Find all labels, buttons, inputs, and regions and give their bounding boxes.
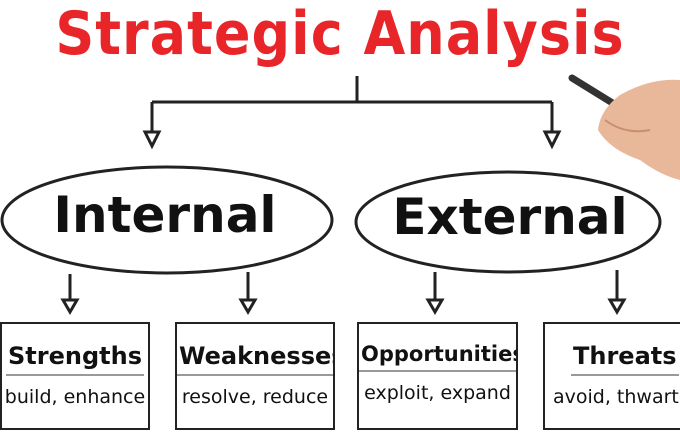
box-subtext: avoid, thwart bbox=[553, 386, 679, 408]
box-strengths: Strengths build, enhance bbox=[0, 322, 150, 430]
box-heading: Threats bbox=[571, 342, 679, 376]
oval-label-internal: Internal bbox=[53, 186, 277, 244]
arrowhead bbox=[238, 298, 258, 315]
oval-internal bbox=[0, 165, 334, 275]
box-heading: Strengths bbox=[6, 342, 144, 376]
box-opportunities: Opportunities exploit, expand bbox=[357, 322, 518, 430]
box-threats: Threats avoid, thwart bbox=[543, 322, 680, 430]
arrowhead bbox=[542, 130, 562, 150]
arrowhead bbox=[607, 298, 627, 315]
arrowhead bbox=[60, 298, 80, 315]
box-heading: Weaknesses bbox=[177, 342, 333, 376]
hand-holding-pen-icon bbox=[568, 74, 680, 180]
arrowhead bbox=[425, 298, 445, 315]
box-heading: Opportunities bbox=[359, 342, 516, 372]
title: Strategic Analysis bbox=[55, 0, 625, 69]
oval-external bbox=[354, 170, 662, 274]
box-subtext: resolve, reduce bbox=[181, 386, 329, 408]
oval-label-external: External bbox=[392, 188, 628, 246]
connector-top bbox=[150, 76, 554, 138]
arrowhead bbox=[142, 130, 162, 150]
box-subtext: exploit, expand bbox=[364, 382, 511, 404]
box-subtext: build, enhance bbox=[4, 386, 146, 408]
box-weaknesses: Weaknesses resolve, reduce bbox=[175, 322, 335, 430]
